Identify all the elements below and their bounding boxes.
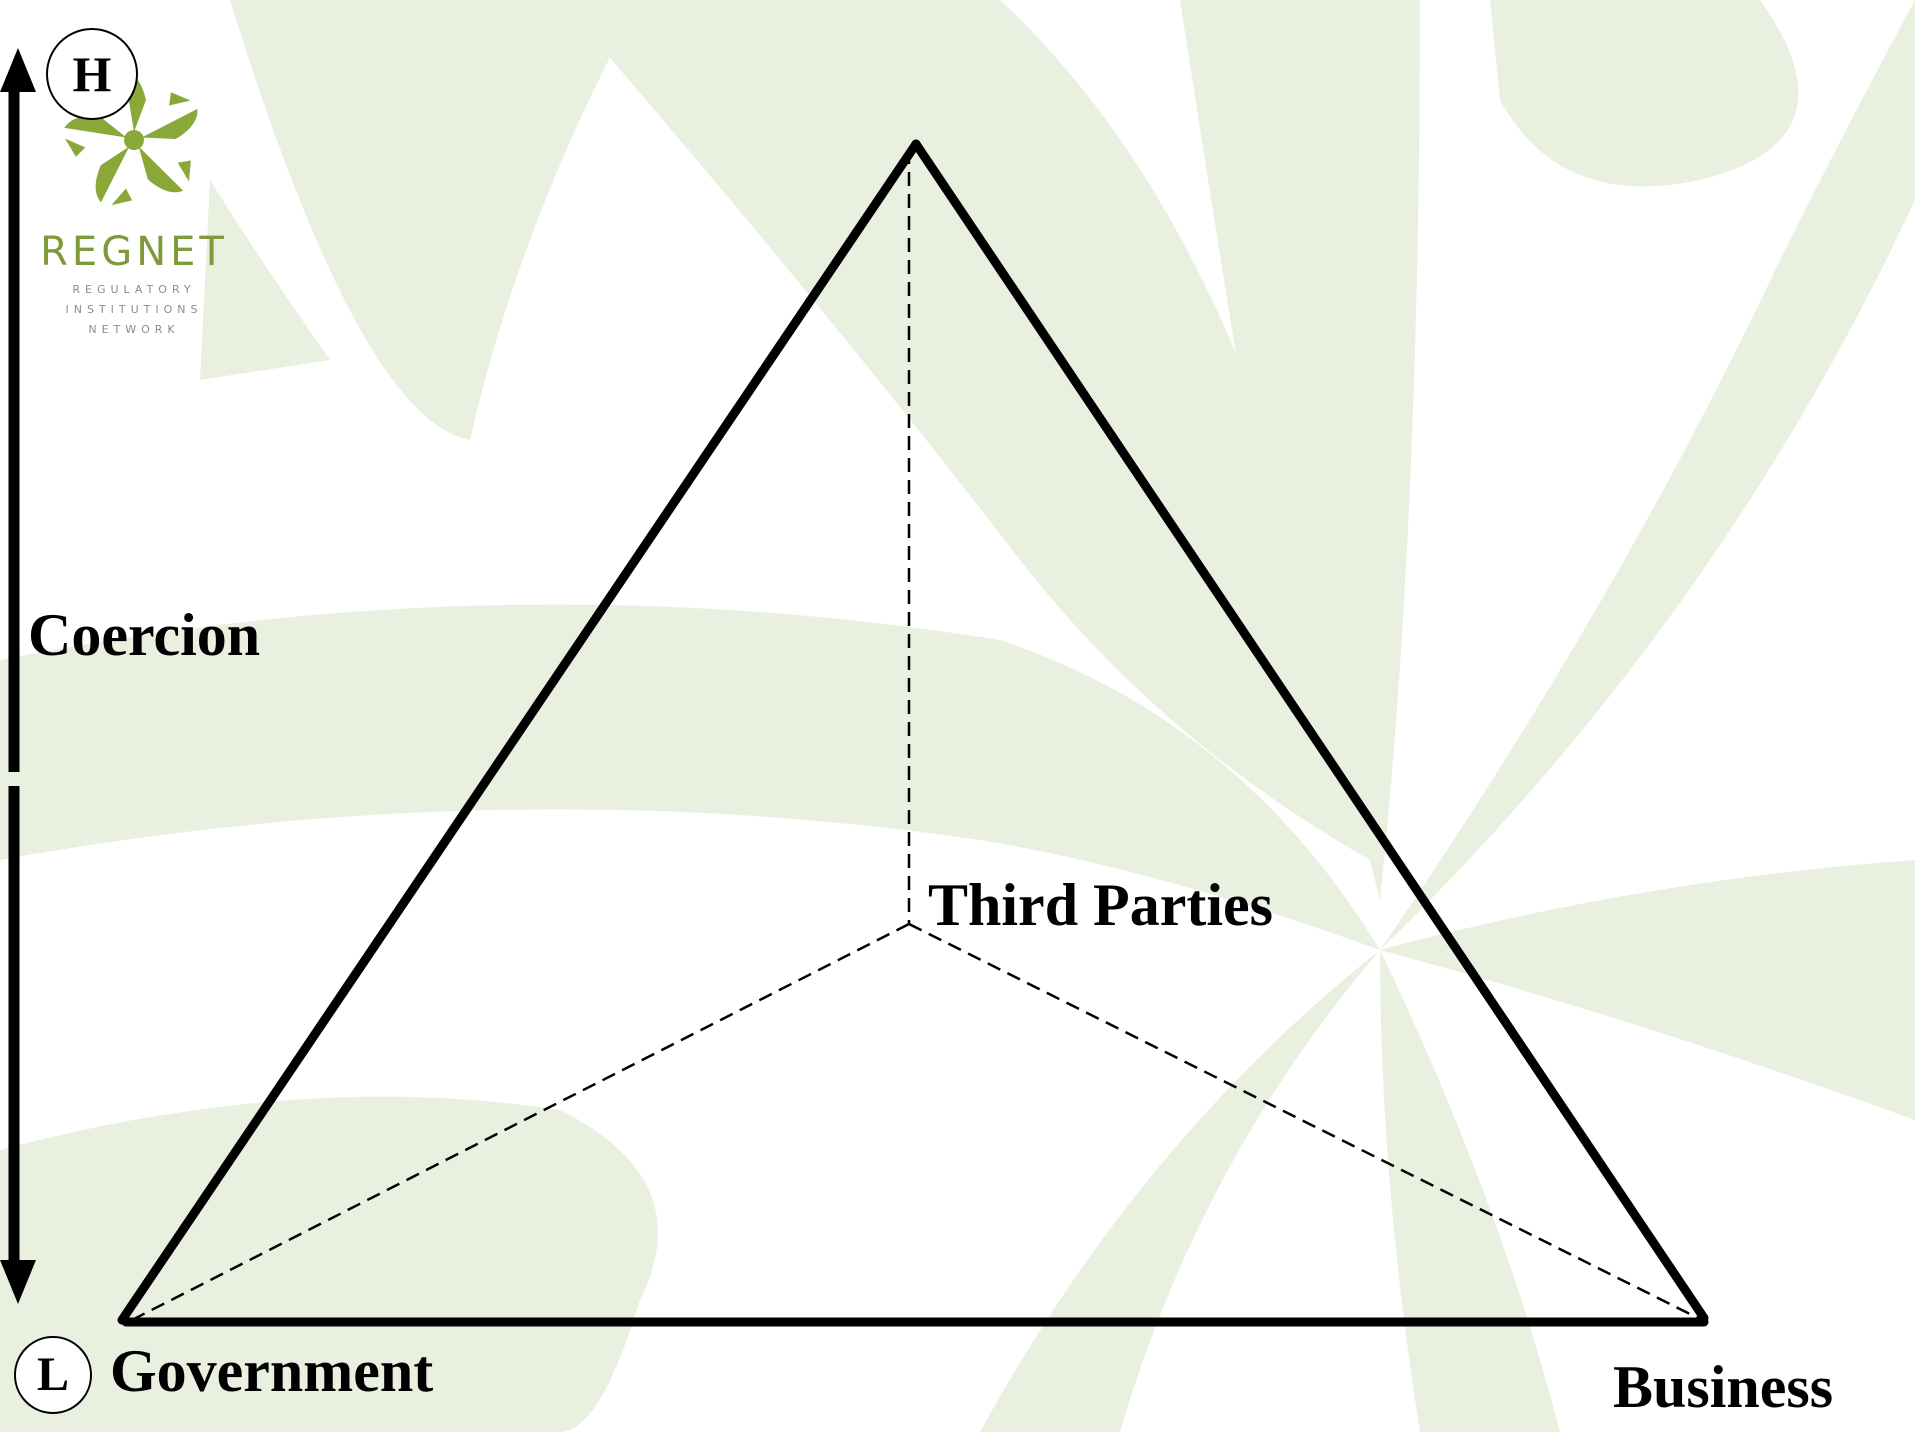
axis-arrowhead-down [0, 1260, 36, 1304]
low-marker: L [14, 1336, 92, 1414]
coercion-label: Coercion [28, 602, 261, 668]
pyramid [117, 139, 1709, 1327]
government-label: Government [110, 1338, 434, 1404]
axis-arrowhead-up [0, 48, 36, 92]
logo-subtitle-line-2: INSTITUTIONS [65, 303, 203, 316]
pyramid-left-edge [117, 139, 921, 1325]
third-parties-label: Third Parties [928, 872, 1273, 938]
pyramid-hidden-right-edge [908, 922, 1703, 1322]
high-marker: H [46, 28, 138, 120]
pyramid-hidden-left-edge [127, 922, 910, 1324]
logo-subtitle-line-3: NETWORK [88, 323, 180, 336]
coercion-axis [0, 48, 36, 1304]
logo-subtitle-line-1: REGULATORY [72, 283, 196, 296]
business-label: Business [1613, 1354, 1834, 1420]
pyramid-right-edge [911, 139, 1709, 1323]
logo-name: REGNET [40, 229, 228, 275]
